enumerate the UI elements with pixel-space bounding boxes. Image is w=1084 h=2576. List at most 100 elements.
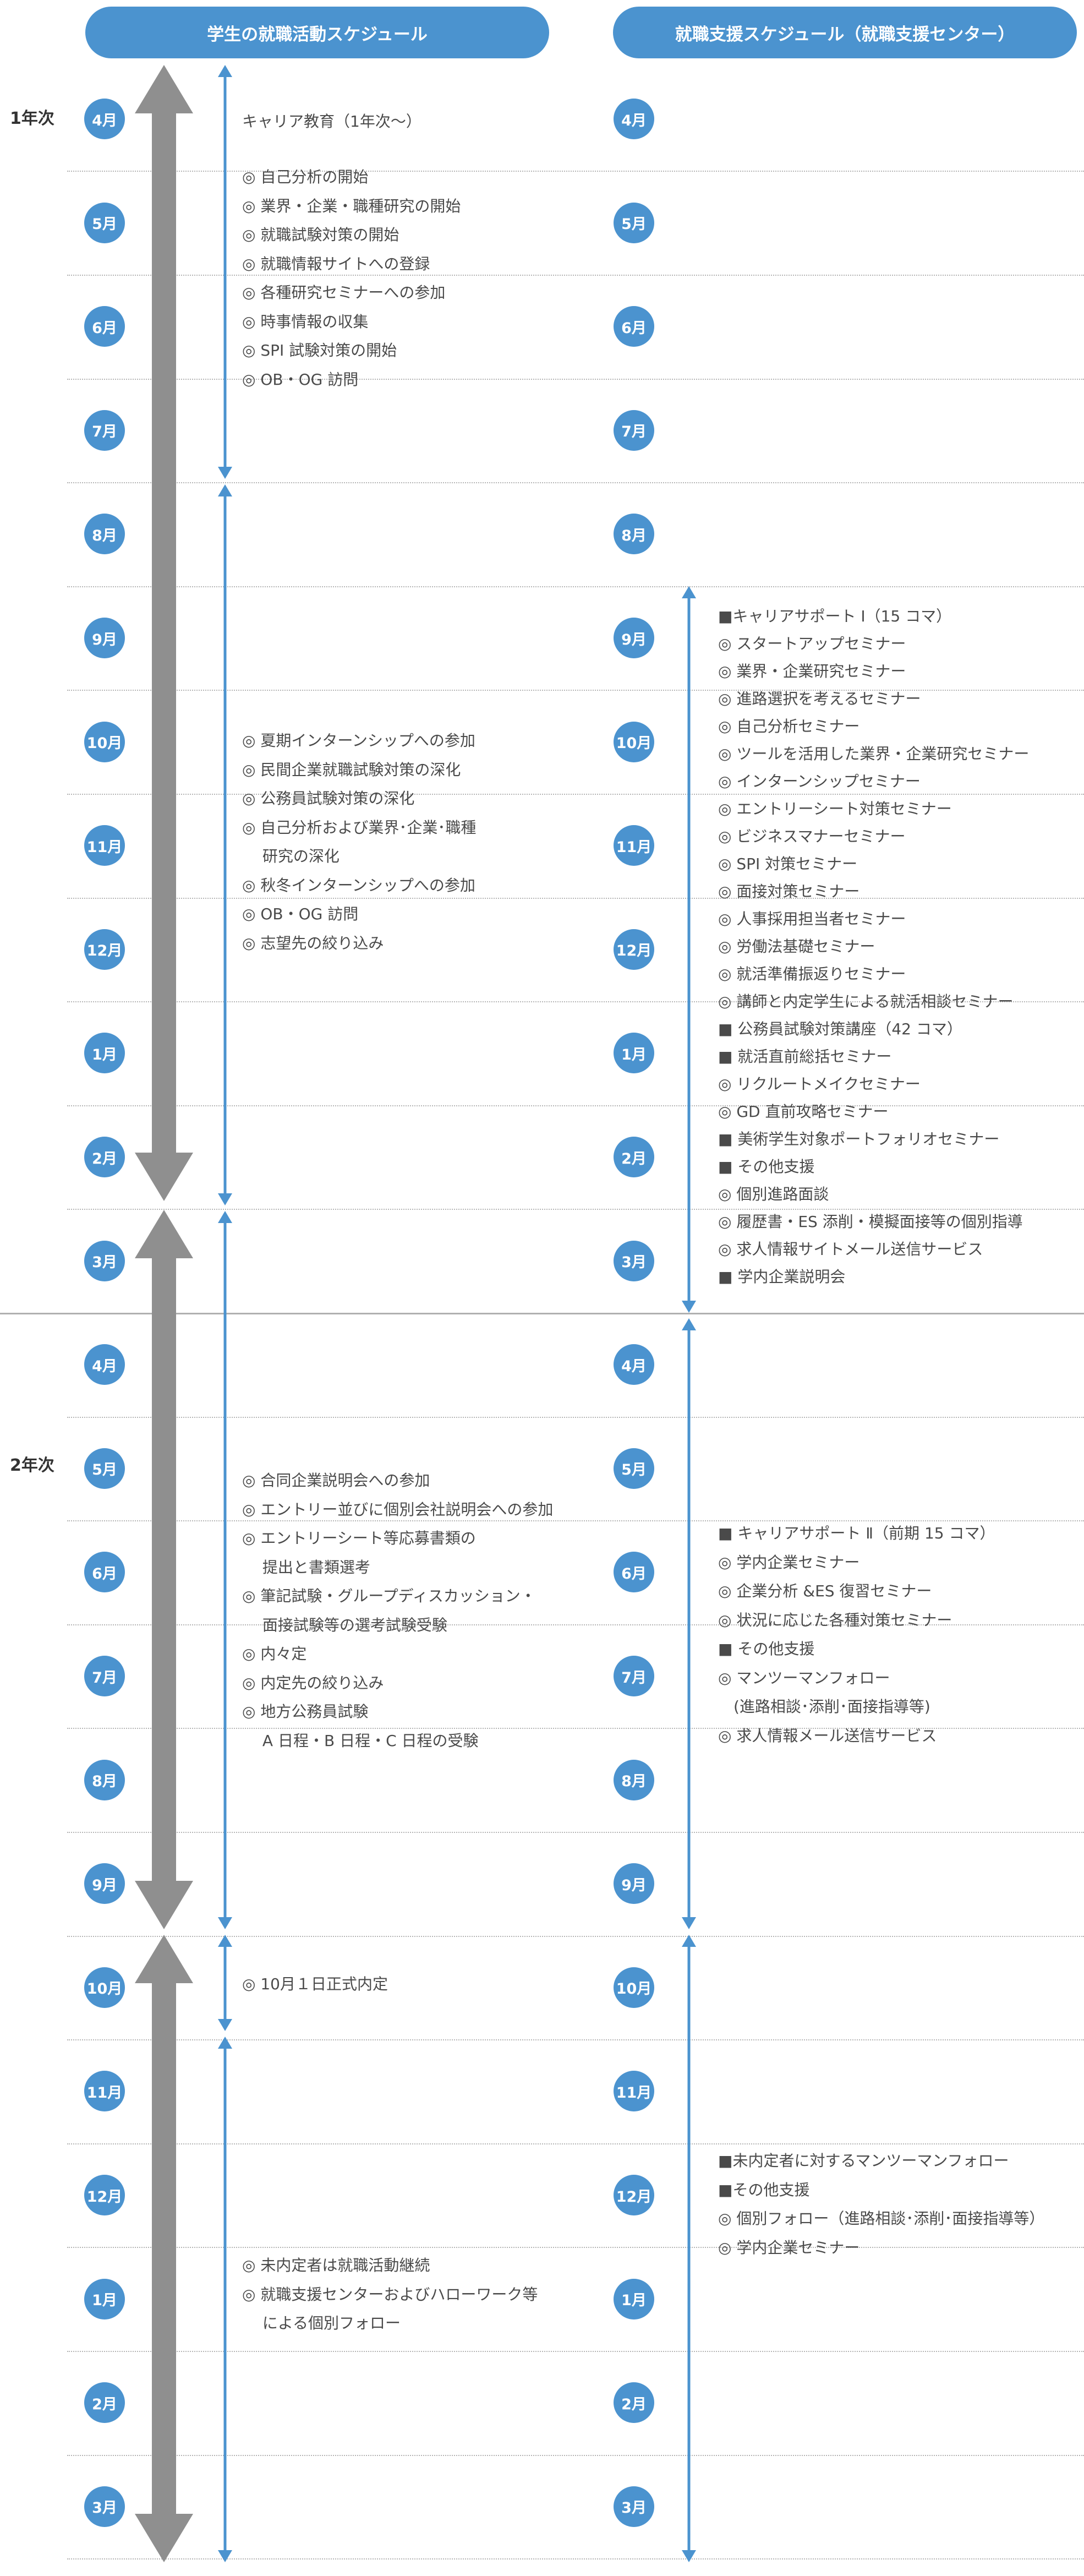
student-month-circle: 11月 <box>84 825 125 866</box>
support-block-year2-winter: ■未内定者に対するマンツーマンフォロー ■その他支援 ◎ 個別フォロー（進路相談･添… <box>718 2147 1044 2262</box>
list-item: ◎ 夏期インターンシップへの参加 <box>242 732 475 750</box>
support-schedule-header: 就職支援スケジュール（就職支援センター） <box>613 7 1077 58</box>
list-item: ■ 美術学生対象ポートフォリオセミナー <box>718 1130 1000 1148</box>
list-item: ◎ 公務員試験対策の深化 <box>242 789 415 807</box>
month-divider <box>67 1209 1084 1210</box>
arrow-head-up <box>682 1318 696 1330</box>
month-divider <box>67 1001 1084 1002</box>
list-item: ◎ 自己分析セミナー <box>718 717 860 735</box>
month-divider <box>67 2455 1084 2456</box>
list-item: ◎ スタートアップセミナー <box>718 635 906 653</box>
list-item: ◎ 個別フォロー（進路相談･添削･面接指導等） <box>718 2209 1045 2228</box>
list-item: (進路相談･添削･面接指導等) <box>718 1698 930 1716</box>
student-month-circle: 6月 <box>84 306 125 347</box>
student-month-circle: 4月 <box>84 1344 125 1385</box>
list-item: ◎ GD 直前攻略セミナー <box>718 1103 889 1121</box>
list-item: ◎ 就職情報サイトへの登録 <box>242 254 430 273</box>
month-divider <box>67 1105 1084 1106</box>
list-item: による個別フォロー <box>242 2314 401 2332</box>
list-item: ◎ ツールを活用した業界・企業研究セミナー <box>718 745 1030 763</box>
student-month-circle: 8月 <box>84 1759 125 1800</box>
list-item: ■キャリアサポート Ⅰ（15 コマ） <box>718 607 952 625</box>
list-item: ◎ 学内企業セミナー <box>718 2238 860 2257</box>
list-item: ◎ エントリー並びに個別会社説明会への参加 <box>242 1500 554 1519</box>
list-item: ■ 公務員試験対策講座（42 コマ） <box>718 1020 962 1038</box>
month-divider <box>67 2143 1084 2144</box>
arrow-head-down <box>218 2550 232 2562</box>
list-item: ◎ 状況に応じた各種対策セミナー <box>718 1611 952 1629</box>
support-block-year2-spring: ■ キャリアサポート Ⅱ（前期 15 コマ）◎ 学内企業セミナー◎ 企業分析 &… <box>718 1519 995 1750</box>
arrow-head-up <box>218 1935 232 1947</box>
support-month-circle: 10月 <box>614 1967 654 2008</box>
list-item: ◎ OB・OG 訪問 <box>242 905 359 923</box>
arrow-head-up <box>218 1211 232 1223</box>
list-item: ■ その他支援 <box>718 1640 815 1658</box>
student-month-circle: 2月 <box>84 1137 125 1177</box>
student-month-circle: 4月 <box>84 99 125 139</box>
month-divider <box>67 1936 1084 1937</box>
student-month-circle: 6月 <box>84 1552 125 1593</box>
month-divider <box>67 171 1084 172</box>
arrow-head-up <box>218 484 232 496</box>
list-item: ◎ 10月１日正式内定 <box>242 1975 388 1993</box>
student-month-circle: 9月 <box>84 618 125 658</box>
year-label-1: 1年次 <box>10 109 54 128</box>
arrow-head-up <box>682 1935 696 1947</box>
list-item: ■ 就活直前総括セミナー <box>718 1047 892 1066</box>
student-month-circle: 1月 <box>84 1033 125 1074</box>
support-month-circle: 1月 <box>614 1033 654 1074</box>
list-item: ■未内定者に対するマンツーマンフォロー <box>718 2152 1009 2170</box>
month-divider <box>67 690 1084 691</box>
list-item: ◎ 労働法基礎セミナー <box>718 937 875 956</box>
list-item: ◎ SPI 試験対策の開始 <box>242 341 397 359</box>
list-item: ◎ 地方公務員試験 <box>242 1702 369 1721</box>
list-item: ◎ 志望先の絞り込み <box>242 934 384 952</box>
phase-double-arrow <box>135 1210 193 1929</box>
student-month-circle: 8月 <box>84 514 125 555</box>
support-month-circle: 9月 <box>614 618 654 658</box>
list-item: ◎ 進路選択を考えるセミナー <box>718 690 921 708</box>
student-schedule-header: 学生の就職活動スケジュール <box>85 7 549 58</box>
list-item: ◎ エントリーシート等応募書類の <box>242 1529 476 1547</box>
student-month-circle: 7月 <box>84 1656 125 1696</box>
support-month-circle: 2月 <box>614 2382 654 2424</box>
list-item: ◎ 個別進路面談 <box>718 1185 829 1203</box>
list-item: ◎ 自己分析の開始 <box>242 168 369 186</box>
support-month-circle: 3月 <box>614 1240 654 1281</box>
student-block-year2-winter: ◎ 未内定者は就職活動継続◎ 就職支援センターおよびハローワーク等 による個別フ… <box>242 2251 538 2338</box>
support-month-circle: 5月 <box>614 202 654 243</box>
support-month-circle: 3月 <box>614 2486 654 2527</box>
list-item: ■その他支援 <box>718 2180 810 2199</box>
list-item: ◎ OB・OG 訪問 <box>242 370 359 389</box>
support-month-circle: 8月 <box>614 1759 654 1800</box>
list-item: ◎ 民間企業就職試験対策の深化 <box>242 760 461 779</box>
year-label-2: 2年次 <box>10 1456 54 1475</box>
support-month-circle: 7月 <box>614 1656 654 1696</box>
month-divider <box>67 2351 1084 2352</box>
month-divider <box>67 2558 1084 2559</box>
list-item: ◎ 合同企業説明会への参加 <box>242 1471 430 1489</box>
student-block-year1-spring: ◎ 自己分析の開始 ◎ 業界・企業・職種研究の開始 ◎ 就職試験対策の開始 ◎ 就職情… <box>242 163 461 394</box>
student-month-circle: 3月 <box>84 1240 125 1281</box>
list-item: 研究の深化 <box>242 847 340 865</box>
arrow-head-down <box>682 2550 696 2562</box>
month-divider <box>67 586 1084 587</box>
list-item: ◎ 就職試験対策の開始 <box>242 226 399 244</box>
support-month-circle: 12月 <box>614 929 654 970</box>
support-month-circle: 9月 <box>614 1863 654 1904</box>
month-divider <box>67 1417 1084 1418</box>
list-item: A 日程・B 日程・C 日程の受験 <box>242 1731 479 1750</box>
list-item: ◎ 業界・企業・職種研究の開始 <box>242 197 461 215</box>
support-block-year1: ■キャリアサポート Ⅰ（15 コマ）◎ スタートアップセミナー◎ 業界・企業研究… <box>718 603 1029 1291</box>
list-item: ◎ インターンシップセミナー <box>718 772 921 790</box>
list-item: 提出と書類選考 <box>242 1558 370 1576</box>
student-month-circle: 2月 <box>84 2382 125 2424</box>
list-item: ◎ 内々定 <box>242 1645 307 1663</box>
list-item: ◎ 求人情報メール送信サービス <box>718 1726 937 1745</box>
month-divider <box>67 275 1084 276</box>
support-month-circle: 5月 <box>614 1448 654 1489</box>
student-month-circle: 7月 <box>84 410 125 451</box>
list-item: ◎ 履歴書・ES 添削・模擬面接等の個別指導 <box>718 1213 1023 1231</box>
list-item: ■ 学内企業説明会 <box>718 1268 846 1286</box>
list-item: ◎ 内定先の絞り込み <box>242 1673 384 1692</box>
